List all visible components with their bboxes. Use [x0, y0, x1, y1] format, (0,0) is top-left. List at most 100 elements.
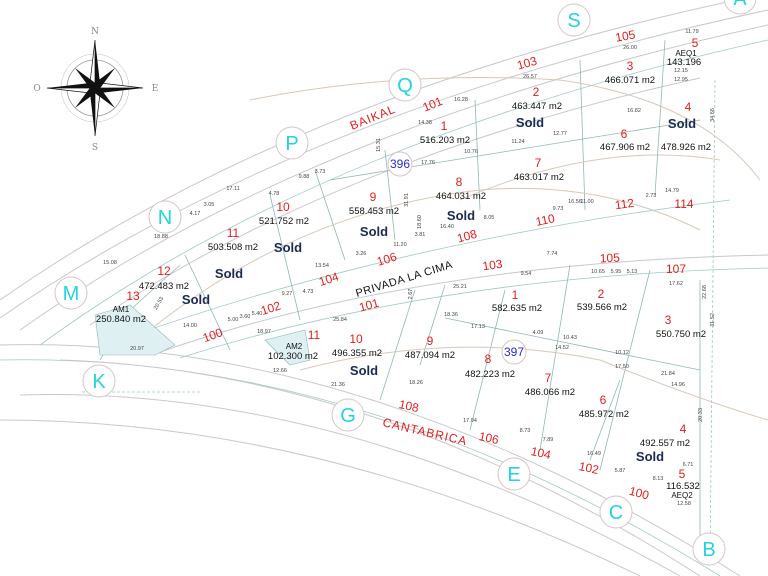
- lot-number: 12: [157, 264, 171, 278]
- grid-marker-Q: Q: [397, 75, 413, 97]
- lot-area: 467.906 m2: [600, 142, 650, 153]
- dimension-label: 26.57: [523, 74, 537, 80]
- lot-area: 466.071 m2: [605, 75, 655, 86]
- lot-code: AEQ1: [675, 49, 697, 58]
- sold-badge: Sold: [215, 266, 243, 281]
- lot-number: 13: [126, 289, 140, 303]
- lot-area: 463.017 m2: [514, 172, 564, 183]
- dimension-label: 16.40: [440, 224, 454, 230]
- station-label: 112: [614, 196, 635, 213]
- station-label: 100: [628, 484, 651, 503]
- dimension-label: 15.31: [376, 138, 382, 152]
- grid-marker-G: G: [340, 405, 356, 427]
- lot-number: 6: [621, 127, 628, 141]
- lot-number: 8: [485, 352, 492, 366]
- dimension-label: 12.58: [677, 501, 691, 507]
- station-label: 108: [455, 227, 478, 246]
- block-circle: [387, 151, 413, 177]
- lot-area: 116.532: [666, 481, 700, 492]
- grid-marker-M: M: [63, 283, 80, 305]
- dimension-label: 9.88: [299, 174, 310, 180]
- dimension-label: 8.73: [520, 428, 531, 434]
- dimension-label: 12.95: [674, 77, 688, 83]
- dimension-label: 26.00: [623, 45, 637, 51]
- dimension-label: 5.40: [252, 311, 263, 317]
- lot-code: AEQ2: [671, 491, 693, 500]
- am1-area: [94, 304, 176, 356]
- station-label: 102: [578, 459, 601, 477]
- dimension-label: 31.52: [710, 313, 716, 327]
- am2-area: [264, 329, 311, 366]
- dimension-label: 9.73: [553, 206, 564, 212]
- station-label: 114: [674, 197, 693, 211]
- dimension-label: 16.49: [587, 451, 601, 457]
- dimension-label: 3.81: [415, 232, 426, 238]
- grid-marker-S: S: [567, 10, 580, 32]
- dimension-label: 14.96: [671, 382, 685, 388]
- compass-south: S: [92, 143, 98, 153]
- grid-marker-circle: [331, 398, 365, 432]
- dimension-label: 14.00: [183, 323, 197, 329]
- lot-area: 102.300 m2: [268, 351, 318, 362]
- lot-area: 558.453 m2: [349, 206, 399, 217]
- dimension-label: 5.00: [228, 317, 239, 323]
- station-label: 106: [478, 429, 501, 447]
- dimension-label: 3.60: [240, 314, 251, 320]
- station-label: 102: [259, 298, 283, 318]
- dimension-label: 14.38: [418, 120, 432, 126]
- grid-marker-circle: [388, 68, 422, 102]
- lot-number: 5: [692, 36, 699, 50]
- lot-number: 10: [349, 332, 363, 346]
- lot-number: 1: [441, 119, 448, 133]
- grid-marker-circle: [148, 200, 182, 234]
- station-label: 106: [375, 249, 399, 268]
- station-label: 107: [666, 262, 686, 276]
- street-cantabrica: CANTABRICA: [381, 415, 468, 448]
- block-number-397: 397: [504, 345, 524, 359]
- grid-marker-B: B: [702, 539, 715, 561]
- dimension-label: 8.13: [653, 476, 664, 482]
- dimension-label: 4.17: [190, 211, 201, 217]
- dimension-label: 6.71: [683, 462, 694, 468]
- lot-number: 11: [227, 226, 240, 240]
- grid-marker-circle: [275, 126, 309, 160]
- sold-badge: Sold: [360, 224, 388, 239]
- lot-number: 4: [685, 100, 692, 114]
- dimension-label: 10.43: [563, 335, 577, 341]
- sold-badge: Sold: [350, 363, 378, 378]
- lot-number: 3: [665, 313, 672, 327]
- grid-marker-circle: [692, 532, 726, 566]
- compass-rose-icon: N S E O: [33, 27, 158, 153]
- grid-marker-circle: [82, 364, 116, 398]
- block-circle: [501, 339, 527, 365]
- grid-marker-K: K: [92, 371, 106, 393]
- lot-area: 503.508 m2: [208, 242, 258, 253]
- lot-area: 250.840 m2: [96, 314, 146, 325]
- lot-area: 472.483 m2: [139, 281, 189, 292]
- lot-area: 485.972 m2: [579, 409, 629, 420]
- dimension-label: 21.84: [661, 371, 675, 377]
- lot-number: 5: [679, 467, 686, 481]
- dimension-label: 9.54: [521, 271, 532, 277]
- dimension-label: 3.26: [356, 251, 367, 257]
- grid-marker-C: C: [609, 502, 623, 524]
- lot-area: 143.196: [667, 57, 701, 68]
- lot-area: 478.926 m2: [661, 142, 711, 153]
- dimension-label: 22.68: [702, 285, 708, 299]
- dimension-label: 12.15: [674, 68, 688, 74]
- dimension-label: 5.13: [627, 269, 638, 275]
- dimension-label: 31.91: [404, 193, 410, 207]
- dimension-label: 25.21: [453, 284, 467, 290]
- lot-area: 482.223 m2: [465, 369, 515, 380]
- dimension-label: 14.79: [665, 188, 679, 194]
- station-label: 105: [599, 250, 620, 265]
- compass-east: E: [152, 84, 159, 94]
- station-label: 110: [534, 211, 556, 229]
- station-label: 104: [530, 444, 553, 462]
- dimension-label: 12.77: [553, 131, 567, 137]
- lot-number: 2: [598, 287, 605, 301]
- dimension-label: 21.36: [331, 382, 345, 388]
- block-number-396: 396: [390, 157, 410, 171]
- station-label: 101: [421, 94, 445, 115]
- grid-marker-P: P: [285, 133, 298, 155]
